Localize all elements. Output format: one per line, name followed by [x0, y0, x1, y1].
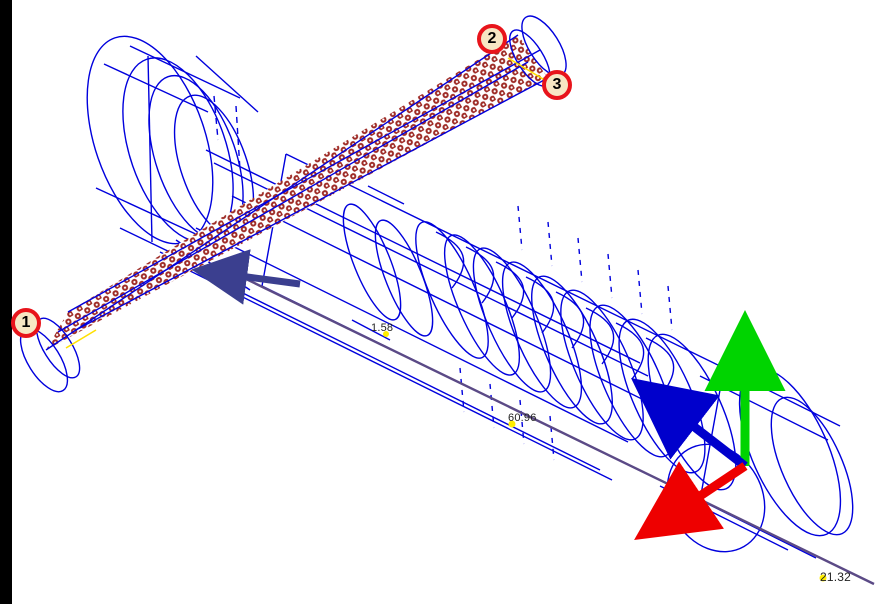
callout-balloon-2[interactable]: 2 [477, 24, 507, 54]
callout-label-2: 2 [487, 30, 497, 47]
shaft-tail-endcap [659, 367, 854, 559]
callout-balloon-1[interactable]: 1 [11, 308, 41, 338]
axis-triad[interactable] [631, 310, 786, 540]
measurement-axis-line [191, 249, 875, 586]
point-marker-1 [383, 331, 389, 337]
dimension-label-1: 1.58 [371, 322, 394, 334]
helical-thread-wireframe [415, 205, 737, 491]
point-marker-3 [819, 574, 827, 582]
highlighted-cylinder-band[interactable] [11, 9, 574, 399]
callout-label-1: 1 [21, 314, 31, 331]
callout-balloon-3[interactable]: 3 [542, 70, 572, 100]
x-axis-arrow [634, 461, 748, 540]
left-gutter-band [0, 0, 12, 604]
z-axis-arrow [631, 378, 748, 470]
dimension-label-2: 60.96 [508, 412, 537, 424]
point-marker-2 [508, 420, 516, 428]
callout-label-3: 3 [552, 76, 562, 93]
dimension-label-3: 21.32 [820, 570, 852, 584]
measure-direction-arrow [191, 249, 301, 305]
